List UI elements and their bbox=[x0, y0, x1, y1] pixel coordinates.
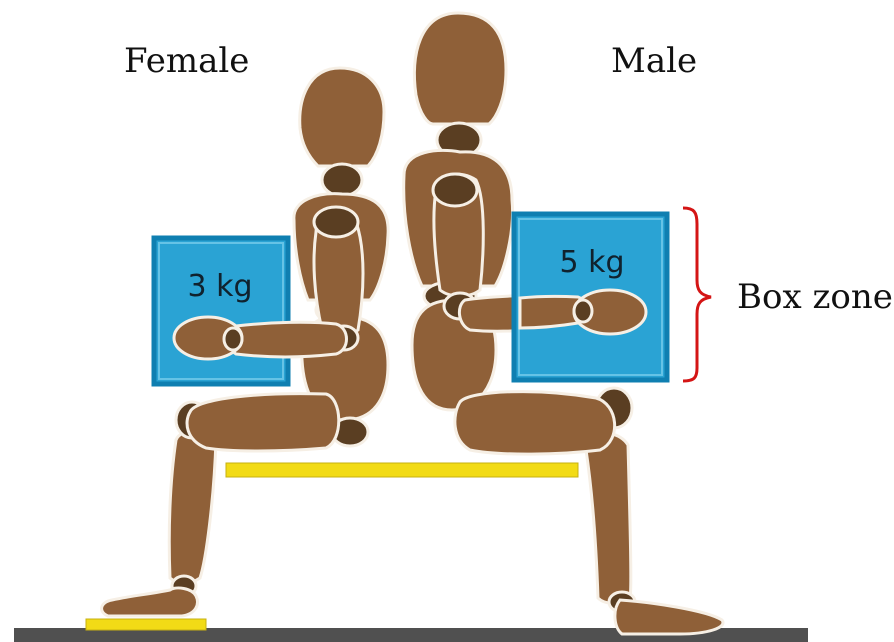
female-neck bbox=[322, 164, 362, 196]
male-shin bbox=[586, 432, 631, 603]
female-wrist bbox=[224, 328, 242, 350]
female-head bbox=[300, 68, 384, 166]
seat-bar bbox=[226, 463, 578, 477]
female-shin bbox=[169, 430, 216, 583]
foot-plate bbox=[86, 619, 206, 630]
female-forearm bbox=[229, 322, 347, 357]
box-zone-label: Box zone bbox=[737, 280, 893, 314]
female-box-weight-label: 3 kg bbox=[187, 269, 252, 304]
male-thigh bbox=[455, 392, 615, 455]
female-label: Female bbox=[124, 44, 249, 78]
male-box-weight-label: 5 kg bbox=[559, 245, 624, 280]
male-foot bbox=[615, 600, 723, 634]
female-shoulder bbox=[314, 207, 358, 237]
female-box-body bbox=[154, 238, 288, 384]
male-hand-front bbox=[520, 290, 646, 334]
male-wrist-front bbox=[574, 300, 592, 322]
male-label: Male bbox=[611, 44, 697, 78]
male-head bbox=[414, 13, 506, 124]
female-thigh bbox=[187, 394, 339, 451]
male-shoulder bbox=[433, 174, 477, 206]
female-foot bbox=[102, 588, 198, 616]
box-zone-bracket bbox=[683, 208, 711, 381]
female-box: 3 kg bbox=[154, 238, 288, 384]
